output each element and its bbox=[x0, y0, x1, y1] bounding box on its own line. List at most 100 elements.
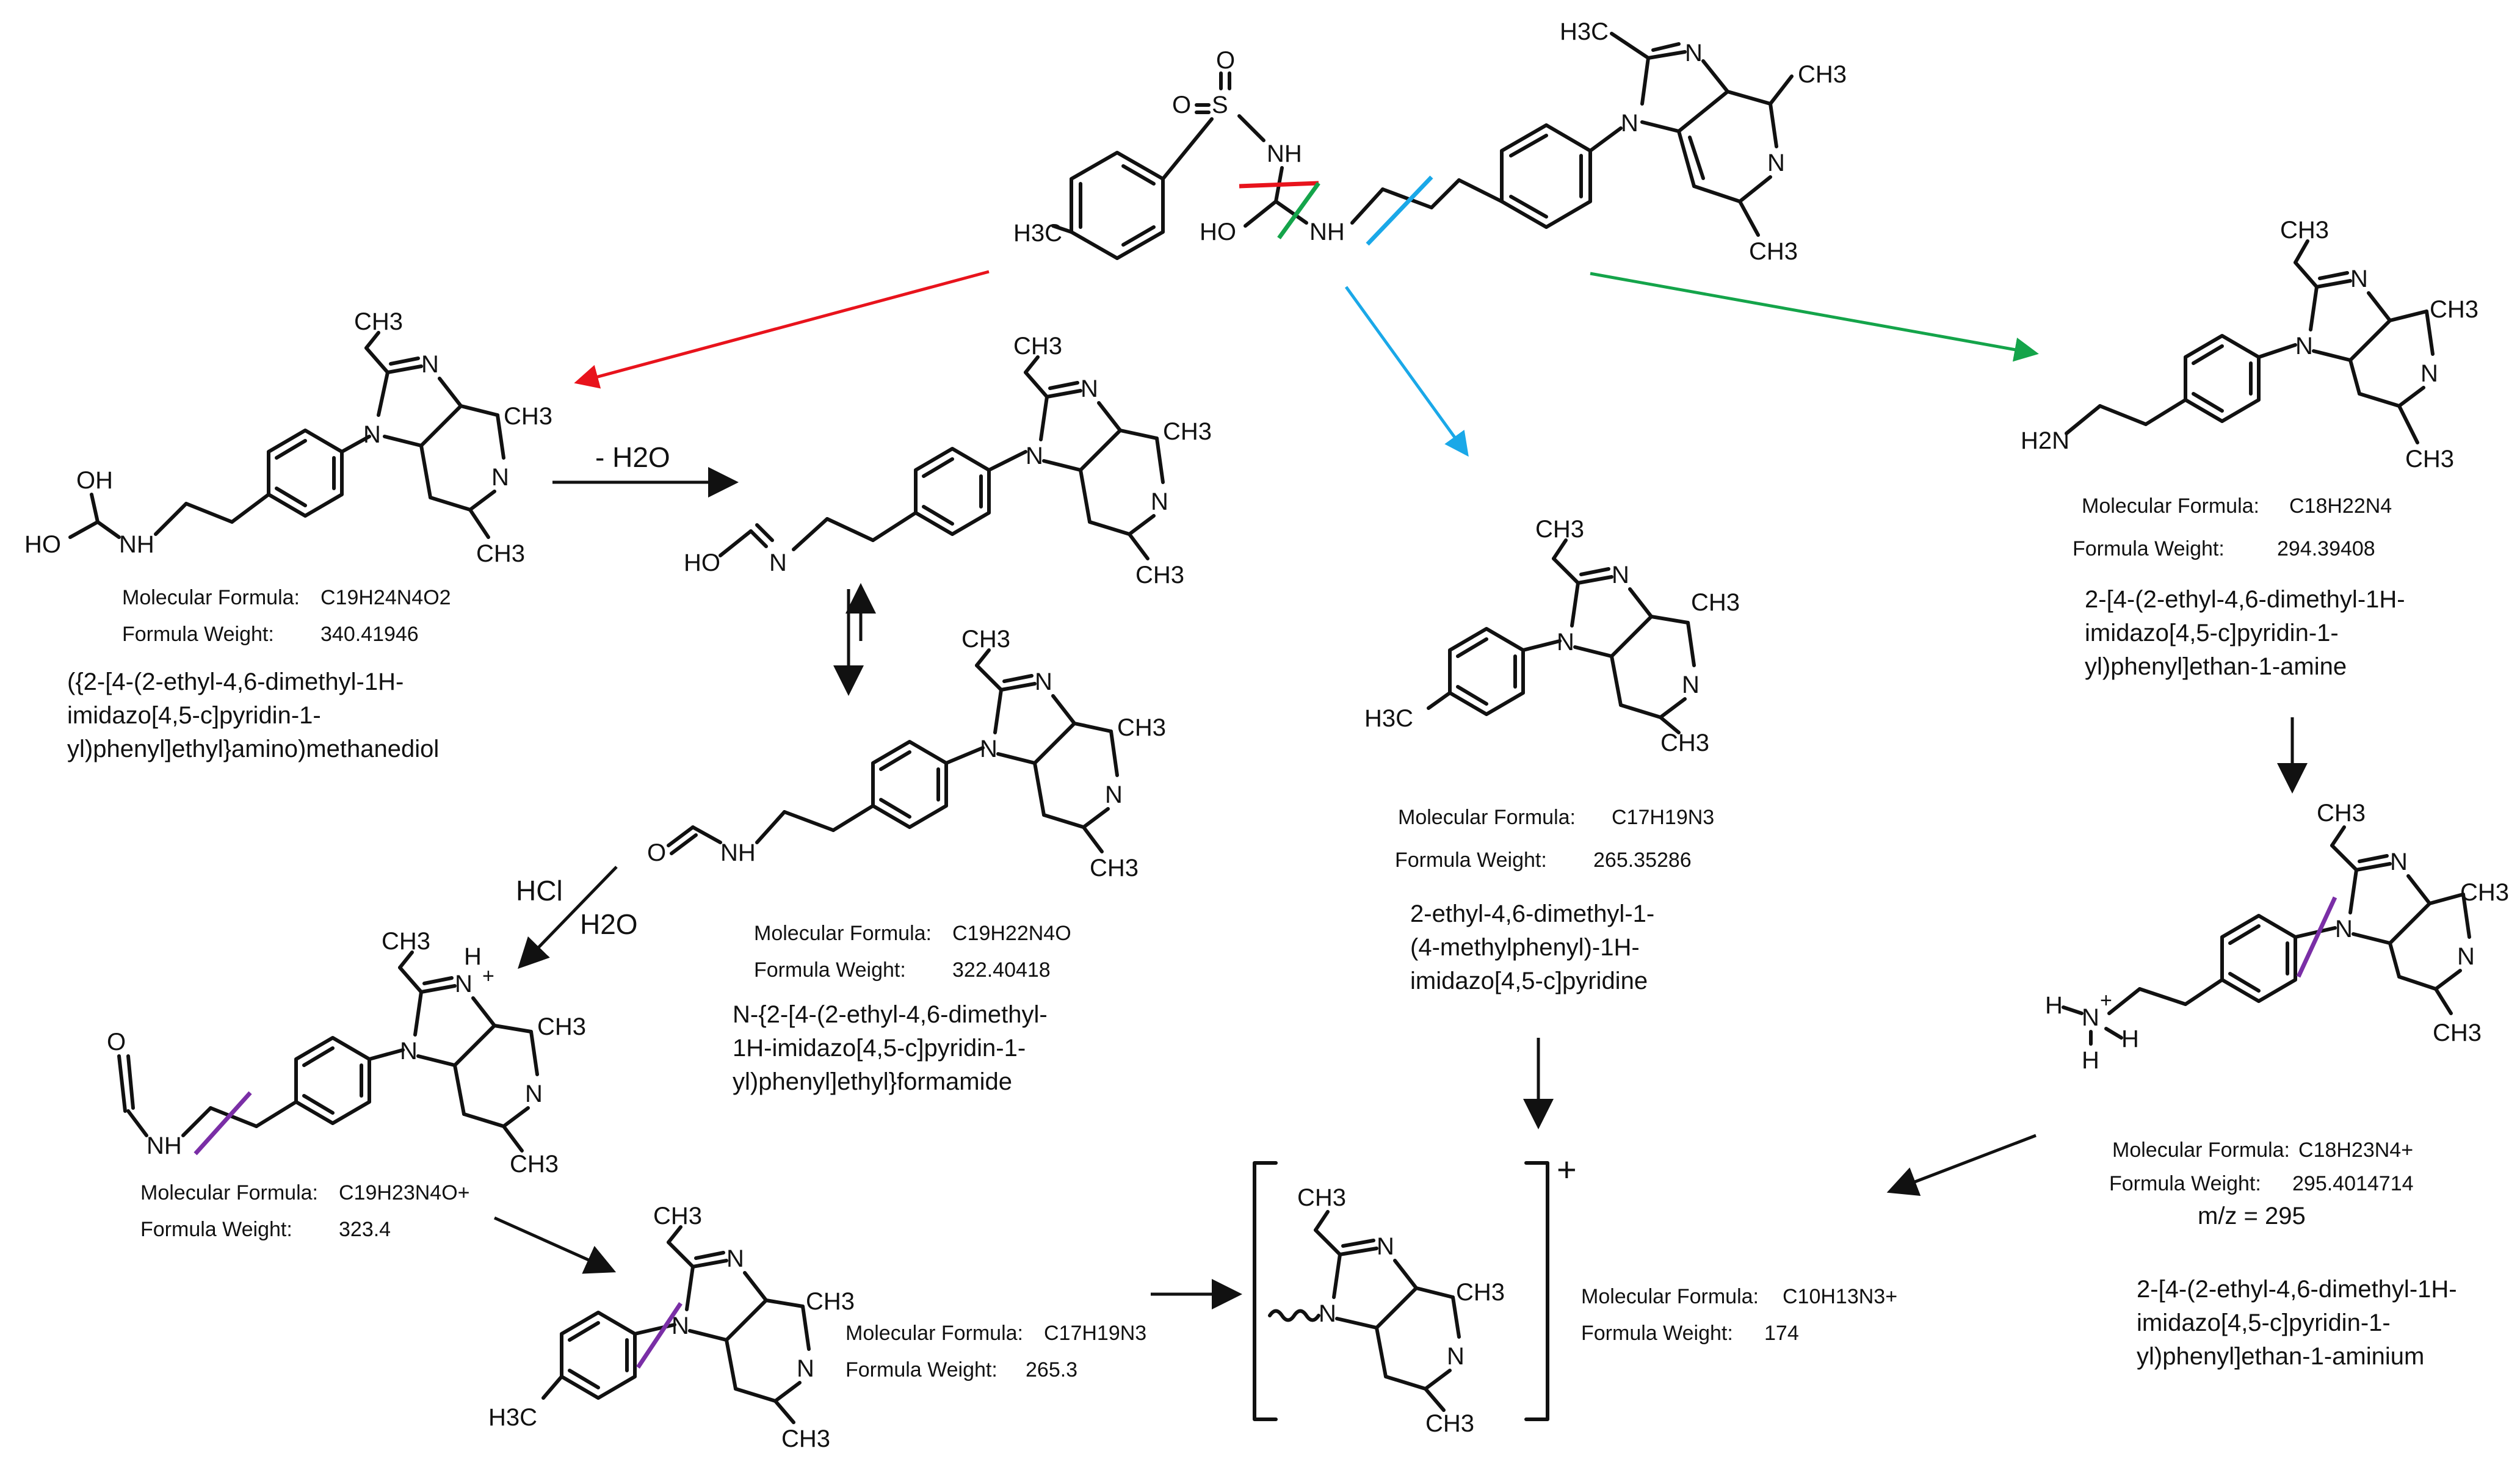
atom-label: N bbox=[2420, 360, 2438, 387]
atom-label: N bbox=[491, 464, 509, 491]
atom-label: CH3 bbox=[1013, 333, 1062, 360]
pathway-arrow-blue bbox=[1344, 286, 1469, 457]
atom-label: N bbox=[1151, 488, 1168, 515]
mf-label: Molecular Formula: bbox=[2112, 1139, 2290, 1162]
atom-label: CH3 bbox=[1798, 61, 1847, 88]
mf-value: C19H22N4O bbox=[952, 922, 1071, 945]
atom-label: N bbox=[421, 351, 439, 378]
atom-label: N bbox=[1105, 781, 1123, 808]
mf-label: Molecular Formula: bbox=[140, 1181, 318, 1204]
atom-label: H bbox=[464, 943, 482, 970]
compound-imine: HO N N CH3 N CH3 N CH3 bbox=[684, 333, 1212, 588]
atom-label: NH bbox=[1309, 219, 1345, 245]
atom-label: H bbox=[2045, 992, 2063, 1019]
atom-label: N bbox=[672, 1312, 689, 1339]
atom-label: N bbox=[455, 971, 472, 997]
atom-label: CH3 bbox=[781, 1425, 830, 1452]
atom-label: N bbox=[980, 736, 998, 762]
compound-tolyl-bottom: H3C N CH3 N CH3 N CH3 Molecular Formula:… bbox=[488, 1203, 1146, 1452]
atom-label: CH3 bbox=[1535, 516, 1584, 543]
compound-amine: H2N N CH3 N CH3 N CH3 Molecular Formula:… bbox=[2021, 217, 2478, 680]
atom-label: N bbox=[2295, 333, 2313, 360]
compound-name: yl)phenyl]ethyl}formamide bbox=[733, 1068, 1012, 1095]
mf-value: C10H13N3+ bbox=[1783, 1285, 1897, 1308]
atom-label: CH3 bbox=[1163, 418, 1212, 445]
condition-hcl: HCl bbox=[516, 875, 563, 907]
atom-label: N bbox=[1767, 150, 1785, 176]
atom-label: O bbox=[107, 1029, 126, 1055]
fw-label: Formula Weight: bbox=[1581, 1322, 1733, 1345]
atom-label: N bbox=[1377, 1233, 1394, 1260]
compound-formamide: O NH N CH3 N CH3 N CH3 Molecular Formula… bbox=[647, 626, 1166, 1095]
atom-label: CH3 bbox=[2433, 1019, 2482, 1046]
compound-name: yl)phenyl]ethyl}amino)methanediol bbox=[67, 736, 439, 762]
fw-label: Formula Weight: bbox=[2109, 1172, 2261, 1195]
compound-aminium: H N + H H N CH3 N CH3 N CH3 bbox=[2045, 800, 2509, 1370]
atom-label: CH3 bbox=[476, 540, 525, 567]
mz-value: m/z = 295 bbox=[2198, 1203, 2306, 1229]
atom-label: N bbox=[363, 421, 381, 448]
compound-methanediol: OH HO NH N CH3 N CH3 N CH3 Molecular Fo bbox=[24, 308, 552, 762]
atom-label: N bbox=[769, 549, 787, 576]
fw-label: Formula Weight: bbox=[140, 1218, 292, 1241]
fw-value: 323.4 bbox=[339, 1218, 391, 1241]
atom-label: OH bbox=[76, 467, 113, 494]
atom-label: CH3 bbox=[2430, 296, 2478, 323]
mf-label: Molecular Formula: bbox=[1581, 1285, 1759, 1308]
atom-label: N bbox=[2350, 266, 2368, 292]
compound-name: ({2-[4-(2-ethyl-4,6-dimethyl-1H- bbox=[67, 668, 404, 695]
atom-label: N bbox=[1612, 562, 1629, 588]
atom-label: CH3 bbox=[1660, 730, 1709, 756]
atom-label: O bbox=[1172, 92, 1191, 118]
condition-water: H2O bbox=[580, 908, 638, 940]
atom-label: N bbox=[1319, 1300, 1336, 1327]
fw-label: Formula Weight: bbox=[754, 958, 906, 982]
atom-label: N bbox=[1621, 110, 1638, 137]
compound-fragment-ion: + N CH3 N CH3 N CH3 Molecular Formula: C… bbox=[1253, 1150, 1897, 1437]
fw-value: 295.4014714 bbox=[2292, 1172, 2414, 1195]
atom-label: CH3 bbox=[2405, 446, 2454, 472]
atom-label: HO bbox=[684, 549, 720, 576]
fragmentation-arrow bbox=[1886, 1134, 2037, 1197]
pathway-arrow-red bbox=[574, 270, 990, 389]
mf-value: C19H24N4O2 bbox=[320, 586, 451, 609]
atom-label: H3C bbox=[1013, 220, 1062, 247]
fw-value: 265.35286 bbox=[1593, 849, 1692, 872]
compound-name: yl)phenyl]ethan-1-amine bbox=[2085, 653, 2347, 680]
atom-label: CH3 bbox=[2280, 217, 2329, 244]
atom-label: NH bbox=[147, 1132, 182, 1159]
atom-label: CH3 bbox=[354, 308, 403, 335]
atom-label: CH3 bbox=[1297, 1184, 1346, 1211]
atom-label: O bbox=[1216, 47, 1235, 74]
fw-value: 265.3 bbox=[1026, 1358, 1077, 1381]
atom-label: N bbox=[726, 1245, 744, 1272]
compound-name: (4-methylphenyl)-1H- bbox=[1410, 934, 1640, 961]
atom-label: H3C bbox=[1364, 705, 1413, 732]
atom-label: S bbox=[1212, 92, 1228, 118]
compound-protonated-formamide: O NH N CH3 N H + CH3 N CH3 Mol bbox=[107, 928, 586, 1241]
atom-label: CH3 bbox=[510, 1151, 559, 1178]
compound-name: 2-ethyl-4,6-dimethyl-1- bbox=[1410, 900, 1654, 927]
fw-value: 322.40418 bbox=[952, 958, 1051, 982]
atom-label: N bbox=[1081, 375, 1098, 402]
atom-label: N bbox=[1682, 672, 1700, 698]
compound-name: imidazo[4,5-c]pyridin-1- bbox=[2137, 1309, 2391, 1336]
mf-label: Molecular Formula: bbox=[122, 586, 300, 609]
mf-value: C17H19N3 bbox=[1044, 1322, 1146, 1345]
atom-label: CH3 bbox=[1135, 562, 1184, 588]
atom-label: CH3 bbox=[1425, 1410, 1474, 1437]
mf-value: C18H22N4 bbox=[2289, 494, 2392, 518]
atom-label: + bbox=[1557, 1150, 1577, 1189]
mf-label: Molecular Formula: bbox=[845, 1322, 1023, 1345]
atom-label: CH3 bbox=[806, 1288, 855, 1315]
atom-label: N bbox=[797, 1355, 814, 1382]
atom-label: NH bbox=[119, 531, 154, 558]
atom-label: HO bbox=[24, 531, 61, 558]
fw-value: 340.41946 bbox=[320, 623, 419, 646]
compound-name: imidazo[4,5-c]pyridine bbox=[1410, 968, 1648, 994]
fw-label: Formula Weight: bbox=[845, 1358, 998, 1381]
atom-label: CH3 bbox=[1090, 855, 1139, 882]
mf-label: Molecular Formula: bbox=[754, 922, 932, 945]
atom-label: + bbox=[482, 965, 494, 988]
compound-name: imidazo[4,5-c]pyridin-1- bbox=[67, 702, 321, 729]
